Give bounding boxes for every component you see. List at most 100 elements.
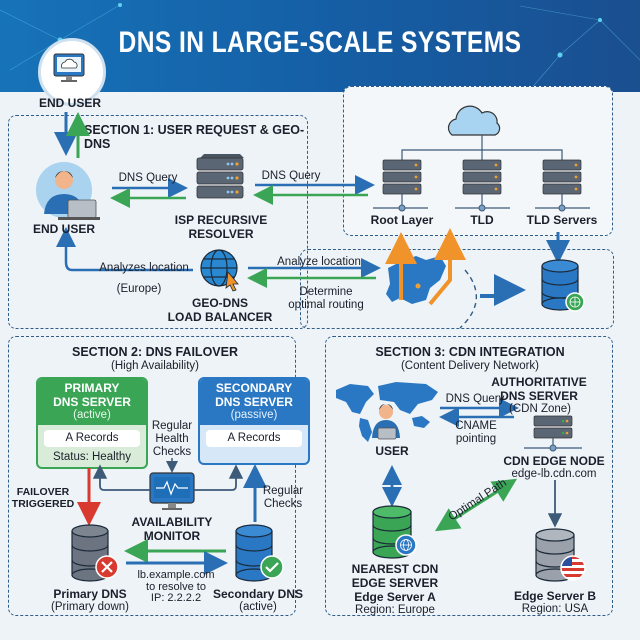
edge-b-region: Region: USA xyxy=(521,603,589,615)
failover-label: FAILOVER TRIGGERED xyxy=(8,486,78,510)
section2-subtitle: (High Availability) xyxy=(111,360,199,372)
primary-title-1: PRIMARY xyxy=(64,381,120,395)
primary-dns-server-card: PRIMARY DNS SERVER (active) A Records St… xyxy=(36,377,148,469)
edge-a-line-2: EDGE SERVER xyxy=(351,576,439,590)
section1-title: SECTION 1: USER REQUEST & GEO-DNS xyxy=(84,123,305,151)
root-layer-server-icon xyxy=(373,159,428,212)
world-map-icon xyxy=(336,382,438,442)
page-title: DNS IN LARGE-SCALE SYSTEMS xyxy=(118,26,522,59)
cdn-dns-query-label: DNS Query xyxy=(445,393,505,405)
cdn-edge-host-label: edge-lb.cdn.com xyxy=(511,468,597,480)
section1-container xyxy=(8,115,308,329)
analyzes-location-label: Analyzes location xyxy=(99,262,189,274)
cdn-zone-label: (CDN Zone) xyxy=(509,403,571,415)
geo-dns-label: GEO-DNS LOAD BALANCER xyxy=(160,296,280,324)
secondary-a-records: A Records xyxy=(206,430,302,447)
secondary-state: (passive) xyxy=(230,409,278,421)
primary-a-records: A Records xyxy=(44,430,140,447)
section1-end-user-label: END USER xyxy=(32,222,95,236)
failover-line-2: TRIGGERED xyxy=(11,498,75,510)
determine-routing-label: Determine optimal routing xyxy=(276,286,376,312)
isp-resolver-line-2: RESOLVER xyxy=(188,227,254,241)
resolve-label: lb.example.com to resolve to IP: 2.2.2.2 xyxy=(128,569,224,605)
health-checks-line-3: Checks xyxy=(152,446,192,458)
orange-arrow-2 xyxy=(428,228,466,306)
authoritative-line-2: DNS SERVER xyxy=(500,389,578,403)
analyze-location-label: Analyze location xyxy=(277,256,361,268)
regular-checks-line-2: Checks xyxy=(263,498,303,510)
edge-a-line-1: NEAREST CDN xyxy=(351,562,439,576)
availability-monitor-icon xyxy=(149,472,195,510)
dns-query-label-1: DNS Query xyxy=(118,172,178,184)
authoritative-dns-label: AUTHORITATIVE DNS SERVER xyxy=(484,375,594,403)
geo-dns-line-2: LOAD BALANCER xyxy=(167,310,273,324)
tld-servers-label: TLD Servers xyxy=(526,213,598,227)
root-layer-label: Root Layer xyxy=(370,213,434,227)
header-banner xyxy=(0,0,640,92)
isp-resolver-server-icon xyxy=(196,154,244,199)
tld-servers-server-icon xyxy=(535,159,590,212)
secondary-dns-db-icon xyxy=(235,524,273,582)
secondary-title-2: DNS SERVER xyxy=(215,395,293,409)
routing-arrow xyxy=(480,282,518,296)
determine-routing-line-1: Determine xyxy=(299,286,353,298)
primary-dns-line-2: (Primary down) xyxy=(51,601,129,613)
regular-checks-label: Regular Checks xyxy=(258,485,308,511)
primary-dns-line-1: Primary DNS xyxy=(53,587,127,601)
section3-subtitle: (Content Delivery Network) xyxy=(400,360,540,372)
secondary-dns-line-2: (active) xyxy=(239,601,277,613)
edge-a-line-3: Edge Server A xyxy=(354,590,436,604)
cursor-icon xyxy=(225,271,239,292)
cname-line-1: CNAME xyxy=(455,420,497,432)
health-checks-line-1: Regular xyxy=(151,420,193,432)
section3-container xyxy=(325,336,613,616)
internet-cloud-icon xyxy=(447,105,501,136)
resolve-line-1: lb.example.com xyxy=(137,569,215,581)
primary-title-2: DNS SERVER xyxy=(53,395,131,409)
europe-label: (Europe) xyxy=(116,283,162,295)
edge-a-label: NEAREST CDN EDGE SERVER Edge Server A xyxy=(340,562,450,604)
primary-card-header: PRIMARY DNS SERVER (active) xyxy=(38,379,146,425)
usa-flag-icon xyxy=(560,555,586,581)
health-checks-label: Regular Health Checks xyxy=(145,420,199,459)
top-end-user-label: END USER xyxy=(38,96,101,110)
edge-b-label: Edge Server B xyxy=(513,589,597,603)
monitor-line-1: AVAILABILITY xyxy=(131,515,213,529)
edge-a-region: Region: Europe xyxy=(355,604,435,616)
section2-title: SECTION 2: DNS FAILOVER xyxy=(72,345,238,359)
authoritative-dns-server-icon xyxy=(524,415,582,452)
secondary-dns-line-1: Secondary DNS xyxy=(212,587,304,601)
failover-line-1: FAILOVER xyxy=(16,486,70,498)
resolve-line-2: to resolve to xyxy=(146,580,206,593)
availability-monitor-label: AVAILABILITY MONITOR xyxy=(122,515,222,543)
cdn-user-avatar-icon xyxy=(372,404,400,440)
isp-resolver-label: ISP RECURSIVE RESOLVER xyxy=(166,213,276,241)
authoritative-line-1: AUTHORITATIVE xyxy=(491,375,587,389)
secondary-title-1: SECONDARY xyxy=(215,381,293,395)
cname-line-2: pointing xyxy=(455,433,497,445)
section2-container xyxy=(8,336,296,616)
tld-server-icon xyxy=(455,159,510,212)
dns-query-label-2: DNS Query xyxy=(261,170,321,182)
secondary-dns-label: Secondary DNS (active) xyxy=(208,587,308,614)
cname-label: CNAME pointing xyxy=(446,420,506,446)
primary-status: Status: Healthy xyxy=(53,451,131,463)
check-ok-icon xyxy=(260,555,284,579)
geo-dns-line-1: GEO-DNS xyxy=(191,296,248,310)
secondary-card-header: SECONDARY DNS SERVER (passive) xyxy=(200,379,308,425)
analyzes-location-arrow xyxy=(56,227,193,272)
determine-routing-line-2: optimal routing xyxy=(288,299,364,311)
monitor-line-2: MONITOR xyxy=(143,529,201,543)
tld-label: TLD xyxy=(470,213,494,227)
primary-dns-label: Primary DNS (Primary down) xyxy=(40,587,140,614)
cdn-user-label: USER xyxy=(375,444,409,458)
isp-resolver-line-1: ISP RECURSIVE xyxy=(174,213,268,227)
primary-state: (active) xyxy=(73,409,111,421)
section3-title: SECTION 3: CDN INTEGRATION xyxy=(375,345,565,359)
secondary-dns-server-card: SECONDARY DNS SERVER (passive) A Records xyxy=(198,377,310,465)
health-checks-line-2: Health xyxy=(155,433,189,445)
